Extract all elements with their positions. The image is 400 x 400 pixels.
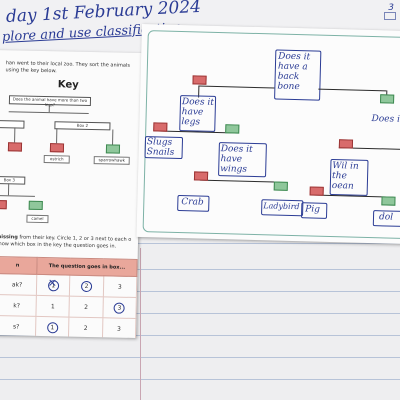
tree-line xyxy=(0,195,35,197)
no-tag xyxy=(49,143,65,153)
key-title: Key xyxy=(57,79,79,91)
table-row: k? 1 2 3 xyxy=(0,294,137,319)
animal-label-camel: camel xyxy=(26,214,49,224)
row-question: k? xyxy=(0,294,37,317)
answer-cell-1[interactable]: 1 xyxy=(35,316,70,338)
yes-tag xyxy=(273,181,288,191)
answer-ladybird: Ladybird xyxy=(263,201,300,212)
top-question-box: Does the animal have more than two legs? xyxy=(8,95,92,107)
yes-tag xyxy=(105,144,121,154)
animal-label-ostrich: ostrich xyxy=(43,155,70,164)
answer-slugs: Slugs Snails xyxy=(146,137,175,158)
circled-answer: 1 xyxy=(46,321,58,333)
tree-line xyxy=(48,104,50,113)
answer-cell-1[interactable]: 1 xyxy=(36,274,71,297)
table-header-question: n xyxy=(0,256,38,275)
circled-answer: 3 xyxy=(113,302,126,314)
box2-label: Box 2 xyxy=(76,122,89,128)
key-worksheet: han went to their local zoo. They sort t… xyxy=(0,50,142,338)
yes-tag xyxy=(28,200,43,211)
box3-question: Box 3 xyxy=(0,175,26,185)
animal-label-sparrowhawk: sparrowhawk xyxy=(93,156,130,165)
worksheet-instructions: han went to their local zoo. They sort t… xyxy=(5,60,131,75)
no-tag xyxy=(192,75,207,85)
partial-question: Does it xyxy=(371,114,400,125)
answer-cell-3[interactable]: 3 xyxy=(102,275,137,298)
answer-cell-3[interactable]: 3 xyxy=(102,296,137,319)
corner-number: 3 xyxy=(388,3,394,13)
circled-answer: 2 xyxy=(80,280,93,292)
answer-crab: Crab xyxy=(181,197,204,208)
answer-cell-3[interactable]: 3 xyxy=(102,317,136,338)
yes-tag xyxy=(381,196,396,206)
answer-option: 2 xyxy=(83,324,88,332)
no-tag xyxy=(309,186,324,196)
table-row: ak? 1 2 3 xyxy=(0,273,137,298)
yes-tag xyxy=(380,94,395,104)
answer-dolphin: dol xyxy=(378,212,394,223)
answer-option: 2 xyxy=(84,303,89,311)
tree-line xyxy=(112,129,114,145)
box2-question: Box 2 xyxy=(54,121,111,131)
root-question: Does it have a back bone xyxy=(277,51,311,93)
table-header-box: The question goes in box... xyxy=(36,257,138,277)
notebook-margin-line xyxy=(140,248,141,400)
answer-cell-2[interactable]: 2 xyxy=(69,296,103,318)
no-tag xyxy=(338,139,354,149)
top-question-text: Does the animal have more than two legs? xyxy=(12,96,88,107)
table-row: s? 1 2 3 xyxy=(0,315,136,338)
answer-option: 3 xyxy=(117,283,122,291)
answer-cell-2[interactable]: 2 xyxy=(69,275,104,297)
corner-box xyxy=(384,12,396,20)
answer-option: 3 xyxy=(117,325,121,333)
missing-questions-instructions: missing from their key. Circle 1, 2 or 3… xyxy=(0,234,134,251)
completed-key-sheet: Does it have a back bone Does it have le… xyxy=(136,24,400,245)
box1-question xyxy=(0,119,25,129)
box3-label: Box 3 xyxy=(3,177,15,183)
legs-question: Does it have legs xyxy=(181,97,215,128)
yes-tag xyxy=(225,124,240,134)
tree-line xyxy=(7,183,10,196)
tree-line xyxy=(8,111,89,114)
tree-line xyxy=(56,128,58,144)
tree-line xyxy=(14,127,16,143)
no-tag xyxy=(7,142,23,152)
wings-question: Does it have wings xyxy=(220,144,253,175)
no-tag xyxy=(153,122,168,132)
ocean-question: Wil in the oean xyxy=(331,161,359,192)
row-question: s? xyxy=(0,315,36,338)
answer-cell-1[interactable]: 1 xyxy=(35,295,70,318)
question-box-table: n The question goes in box... ak? 1 2 3 … xyxy=(0,256,138,338)
row-question: ak? xyxy=(0,273,37,296)
missing-bold: missing xyxy=(0,234,18,241)
no-tag xyxy=(0,199,7,210)
crossed-circle-answer: 1 xyxy=(47,279,59,291)
no-tag xyxy=(193,171,209,181)
answer-pig: Pig xyxy=(305,204,321,215)
answer-cell-2[interactable]: 2 xyxy=(68,317,103,338)
answer-option: 1 xyxy=(50,302,55,310)
